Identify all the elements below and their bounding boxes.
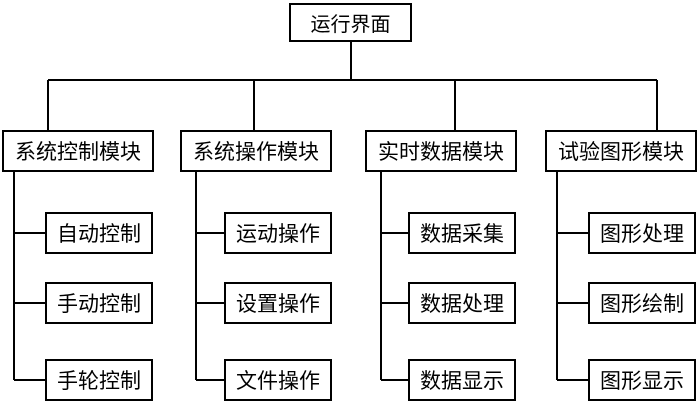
sub-node-graphics-drawing: 图形绘制 [588, 282, 696, 324]
module-node-realtime-data: 实时数据模块 [365, 130, 517, 172]
sub-node-file-operation: 文件操作 [224, 359, 332, 401]
sub-node-auto-control: 自动控制 [45, 212, 153, 254]
module-node-system-operation: 系统操作模块 [180, 130, 332, 172]
sub-node-handwheel-control: 手轮控制 [45, 359, 153, 401]
sub-node-data-processing: 数据处理 [408, 282, 516, 324]
module-node-test-graphics: 试验图形模块 [545, 130, 697, 172]
sub-node-manual-control: 手动控制 [45, 282, 153, 324]
sub-node-motion-operation: 运动操作 [224, 212, 332, 254]
sub-node-data-acquisition: 数据采集 [408, 212, 516, 254]
module-node-system-control: 系统控制模块 [2, 130, 154, 172]
sub-node-settings-operation: 设置操作 [224, 282, 332, 324]
sub-node-graphics-display: 图形显示 [588, 359, 696, 401]
root-node: 运行界面 [289, 3, 412, 42]
sub-node-graphics-processing: 图形处理 [588, 212, 696, 254]
sub-node-data-display: 数据显示 [408, 359, 516, 401]
